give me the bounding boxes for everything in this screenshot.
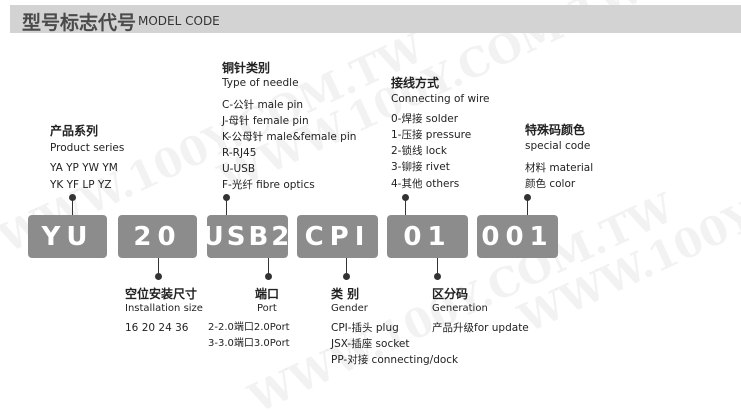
header-bar: 型号标志代号 MODEL CODE [10, 5, 741, 34]
wire-connection-line: 1-压接 pressure [391, 129, 472, 141]
installation-size-title: 空位安装尺寸 [125, 287, 198, 301]
connector-dot [69, 194, 76, 201]
generation-subtitle: Generation [432, 303, 488, 314]
connector-line [405, 198, 406, 215]
code-box-gender: CPI [297, 215, 378, 258]
header-title-cn: 型号标志代号 [22, 12, 137, 34]
connector-dot [223, 194, 230, 201]
needle-type-line: R-RJ45 [222, 147, 257, 159]
wire-connection-line: 3-铆接 rivet [391, 161, 450, 173]
port-line: 2-2.0端口2.0Port [208, 322, 290, 333]
connector-line [527, 198, 528, 215]
special-code-line: 颜色 color [525, 178, 576, 190]
wire-connection-title: 接线方式 [391, 76, 440, 90]
installation-size-line: 16 20 24 36 [125, 322, 189, 334]
connector-dot [265, 273, 272, 280]
connector-dot [402, 194, 409, 201]
connector-dot [343, 273, 350, 280]
header-title-en: MODEL CODE [138, 14, 220, 28]
gender-line: PP-对接 connecting/dock [331, 354, 459, 366]
connector-line [346, 258, 347, 276]
special-code-line: 材料 material [525, 162, 594, 174]
needle-type-line: C-公针 male pin [222, 99, 304, 111]
code-box-size: 20 [118, 215, 197, 258]
product-series-line: YK YF LP YZ [50, 179, 112, 191]
connector-line [158, 258, 159, 276]
port-title: 端口 [255, 287, 280, 301]
gender-title: 类 别 [331, 287, 360, 301]
connector-line [268, 258, 269, 276]
wire-connection-subtitle: Connecting of wire [391, 93, 490, 105]
installation-size-subtitle: Installation size [125, 303, 203, 314]
code-box-port: USB2 [203, 215, 289, 258]
connector-dot [524, 194, 531, 201]
needle-type-title: 铜针类别 [222, 61, 271, 75]
needle-type-line: K-公母针 male&female pin [222, 131, 357, 143]
code-box-generation: 01 [387, 215, 468, 258]
connector-dot [155, 273, 162, 280]
connector-dot [434, 273, 441, 280]
product-series-line: YA YP YW YM [50, 162, 118, 174]
gender-subtitle: Gender [331, 303, 368, 314]
gender-line: JSX-插座 socket [331, 338, 410, 350]
special-code-title: 特殊码颜色 [525, 123, 586, 137]
product-series-subtitle: Product series [50, 142, 125, 154]
port-line: 3-3.0端口3.0Port [208, 338, 290, 349]
wire-connection-line: 2-锁线 lock [391, 145, 448, 157]
connector-line [226, 198, 227, 215]
wire-connection-line: 4-其他 others [391, 178, 460, 190]
connector-line [437, 258, 438, 276]
generation-title: 区分码 [432, 287, 469, 301]
needle-type-line: F-光纤 fibre optics [222, 179, 315, 191]
needle-type-line: U-USB [222, 163, 256, 175]
gender-line: CPI-插头 plug [331, 322, 399, 334]
wire-connection-line: 0-焊接 solder [391, 113, 459, 125]
code-box-series: YU [28, 215, 107, 258]
special-code-subtitle: special code [525, 140, 591, 152]
generation-line: 产品升级for update [432, 322, 529, 334]
code-box-special: 001 [477, 215, 558, 258]
connector-line [72, 198, 73, 215]
needle-type-line: J-母针 female pin [222, 115, 309, 127]
needle-type-subtitle: Type of needle [222, 77, 299, 89]
product-series-title: 产品系列 [50, 124, 99, 138]
port-subtitle: Port [257, 303, 277, 314]
